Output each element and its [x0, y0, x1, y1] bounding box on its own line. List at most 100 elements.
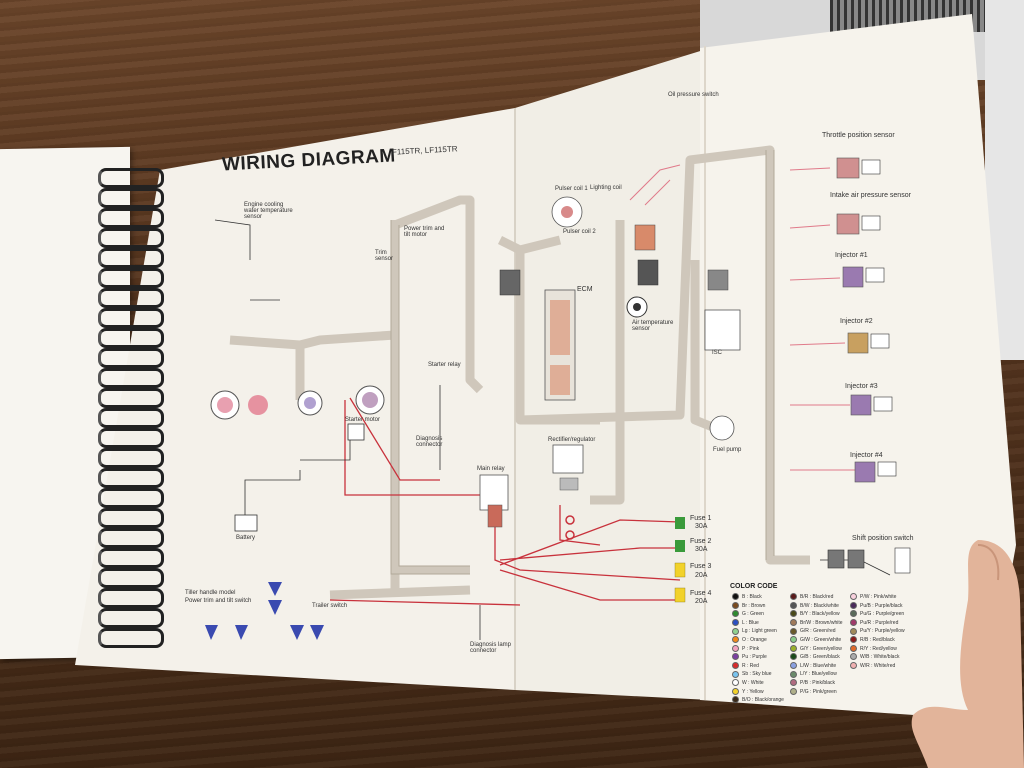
color-name: Light green: [751, 628, 777, 635]
label-fuse-3: Fuse 3: [690, 563, 712, 570]
color-name: Brown: [751, 602, 766, 609]
color-swatch: [732, 670, 739, 678]
harness-edges: [390, 150, 775, 575]
color-code-entry: B/R : Black/red: [790, 593, 843, 602]
pulser-coil-symbol: [551, 196, 583, 228]
color-swatch: [790, 670, 797, 678]
color-code: Pu/B :: [860, 602, 876, 609]
color-name: Green: [750, 611, 764, 618]
color-code-entry: R : Red: [732, 661, 784, 671]
color-swatch: [732, 679, 739, 687]
color-swatch: [790, 679, 797, 687]
color-code-entry: Br : Brown: [732, 601, 784, 611]
color-code: B/Y :: [800, 611, 813, 618]
color-swatch: [850, 653, 857, 661]
binding-ring: [98, 508, 164, 528]
label-intake-air: Intake air pressure sensor: [830, 192, 911, 199]
color-name: Brown/white: [815, 619, 843, 626]
color-code: P :: [742, 645, 750, 652]
color-name: Yellow: [749, 688, 764, 695]
color-code-entry: G/B : Green/black: [790, 653, 843, 662]
color-swatch: [732, 593, 739, 601]
color-code: G/R :: [800, 628, 814, 635]
color-name: Red/black: [872, 636, 895, 643]
color-name: Black/white: [813, 602, 839, 609]
color-name: Black/red: [812, 594, 834, 600]
label-injector-3: Injector #3: [845, 383, 878, 390]
color-code-entry: O : Orange: [732, 636, 784, 645]
label-rectifier: Rectifier/regulator: [548, 437, 596, 443]
color-code: L :: [742, 619, 749, 626]
color-name: Green/white: [814, 636, 842, 643]
color-name: Pink/black: [812, 679, 836, 686]
color-swatch: [790, 618, 797, 626]
color-code: Pu/Y :: [860, 628, 875, 635]
fuse-blocks: [674, 517, 686, 603]
color-name: Purple/black: [875, 602, 903, 609]
color-code: W/B :: [860, 654, 874, 661]
color-code: Br :: [742, 602, 752, 609]
blue-tiller-connectors: [205, 582, 324, 640]
color-swatch: [790, 627, 797, 635]
color-code: B :: [742, 594, 750, 600]
color-code-entry: Pu : Purple: [732, 653, 784, 662]
binding-ring: [98, 628, 164, 648]
color-name: Black/yellow: [812, 611, 840, 618]
label-battery: Battery: [236, 535, 256, 541]
label-lighting-coil: Lighting coil: [590, 185, 622, 191]
binding-ring: [98, 588, 164, 608]
label-isc: ISC: [712, 350, 723, 356]
label-fuse-4: Fuse 4: [690, 590, 712, 597]
color-name: Purple/green: [875, 611, 905, 618]
value-fuse-3: 20A: [695, 572, 708, 579]
color-code: Y :: [742, 688, 750, 695]
isc-box: [704, 269, 741, 351]
binding-ring: [98, 248, 164, 268]
gauge-circles: [210, 385, 385, 420]
color-code-entry: R/B : Red/black: [850, 636, 905, 645]
color-code: P/B :: [800, 679, 813, 686]
binding-ring: [98, 548, 164, 568]
color-name: Pink/green: [812, 688, 837, 695]
label-diag-lamp: Diagnosis lamp connector: [470, 642, 512, 654]
color-code-entry: L/W : Blue/white: [790, 661, 843, 671]
label-injector-1: Injector #1: [835, 252, 868, 259]
color-swatch: [790, 653, 797, 661]
color-code: W :: [742, 679, 751, 686]
color-swatch: [732, 696, 739, 704]
color-name: Purple/yellow: [874, 628, 905, 635]
color-code: L/W :: [800, 662, 814, 669]
label-trim-sensor: Trim sensor: [375, 250, 394, 262]
color-code-entry: B/Y : Black/yellow: [790, 610, 843, 619]
color-name: Purple/red: [875, 619, 899, 626]
color-code: P/G :: [800, 688, 813, 695]
color-swatch: [850, 601, 857, 609]
color-swatch: [732, 618, 739, 626]
color-name: Pink: [749, 645, 760, 652]
color-name: Black/orange: [754, 697, 784, 704]
color-swatch: [850, 610, 857, 618]
color-name: Orange: [750, 636, 767, 643]
color-code: Pu :: [742, 654, 753, 661]
color-swatch: [790, 687, 797, 695]
color-name: Green/black: [812, 654, 840, 661]
hand-holding-page: [911, 540, 1024, 768]
starter-motor-symbol: [347, 423, 365, 441]
color-code-entry: Pu/G : Purple/green: [850, 610, 905, 619]
color-swatch: [790, 644, 797, 652]
pink-wires: [629, 164, 855, 471]
color-code: G/Y :: [800, 645, 813, 652]
color-name: Purple: [752, 654, 767, 661]
color-name: White/black: [873, 654, 900, 661]
binding-ring: [98, 368, 164, 388]
label-pulser-2: Pulser coil 2: [563, 229, 596, 235]
color-name: Blue: [748, 619, 759, 626]
color-code-entry: G/W : Green/white: [790, 636, 843, 645]
color-swatch: [732, 610, 739, 618]
color-code-title: COLOR CODE: [730, 583, 778, 590]
color-code-entry: R/Y : Red/yellow: [850, 644, 905, 654]
injector-symbol-boxes: [861, 159, 897, 477]
red-power-wires: [329, 397, 681, 606]
label-fuse-2: Fuse 2: [690, 538, 712, 545]
